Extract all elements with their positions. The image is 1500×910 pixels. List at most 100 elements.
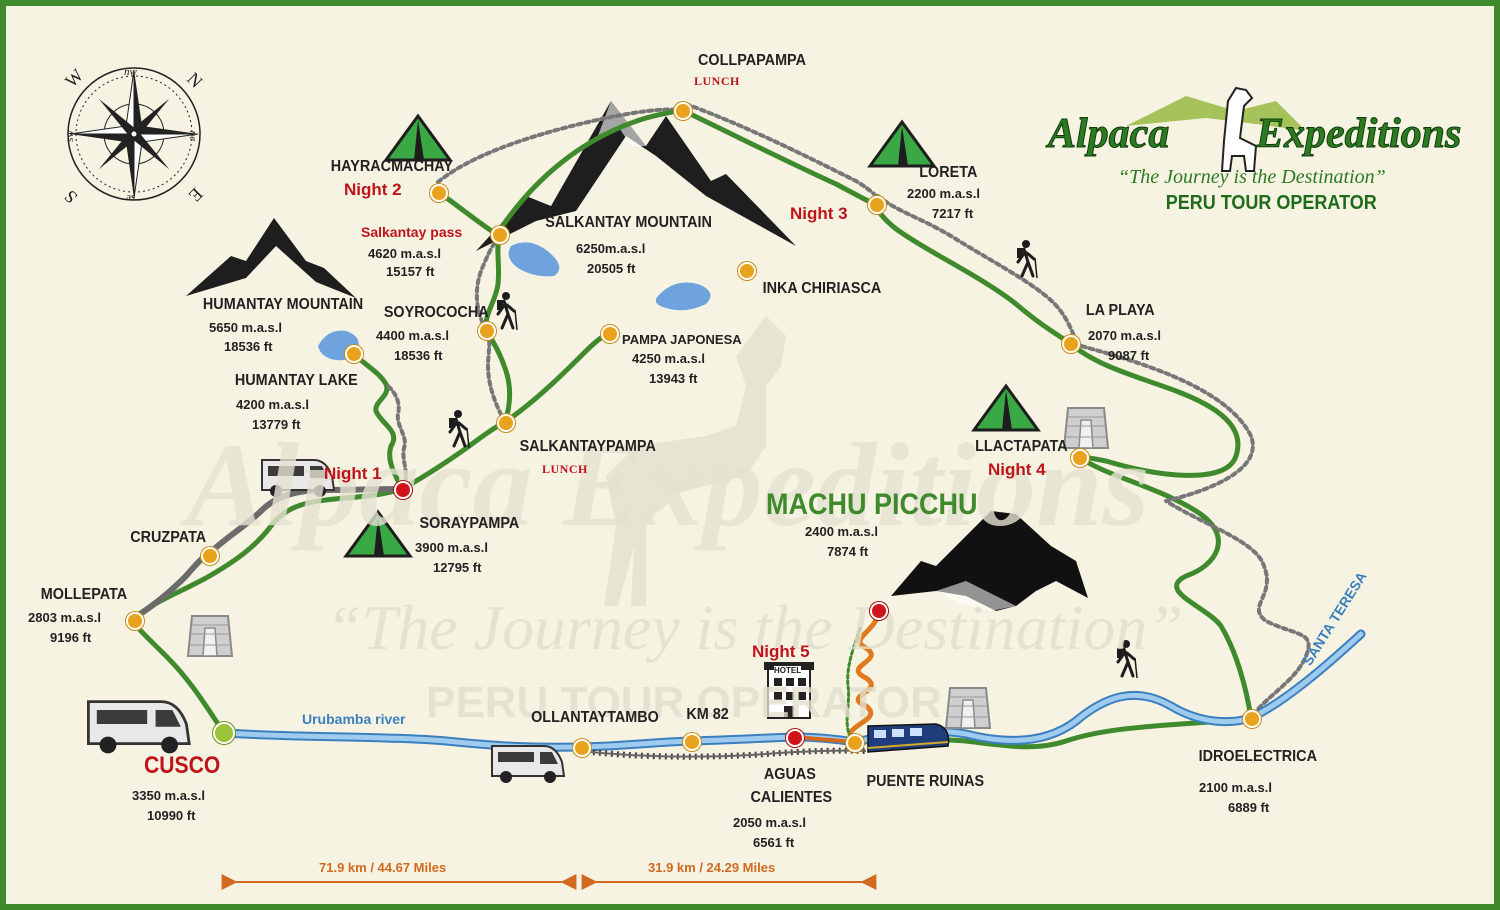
label-loreta: LORETA (919, 164, 978, 181)
stop-llactapata (1071, 449, 1089, 467)
stop-loreta (868, 196, 886, 214)
stop-pampa-japonesa (601, 325, 619, 343)
label-urubamba-river: Urubamba river (302, 711, 406, 727)
stop-aguas-calientes (786, 729, 804, 747)
llama-logo-icon (1126, 86, 1306, 172)
stop-hayracmachay (430, 184, 448, 202)
label-soraypampa: SORAYPAMPA (419, 515, 520, 532)
alt-salkantay-pass-ft: 15157 ft (386, 264, 435, 279)
llama-watermark-icon (604, 316, 786, 606)
compass-ne: ne (187, 130, 200, 142)
alt-pampa-japonesa-m: 4250 m.a.s.l (632, 351, 705, 366)
label-cruzpata: CRUZPATA (130, 529, 207, 546)
stop-machu-picchu (870, 602, 888, 620)
compass-sw: sw (63, 130, 76, 142)
alt-salkantay-mountain-m: 6250m.a.s.l (576, 241, 646, 256)
alt-machu-picchu-m: 2400 m.a.s.l (805, 524, 878, 539)
tent-icon (868, 120, 936, 168)
alt-loreta-ft: 7217 ft (932, 206, 974, 221)
stop-night1 (394, 481, 412, 499)
alt-machu-picchu-ft: 7874 ft (827, 544, 869, 559)
label-llactapata: LLACTAPATA (975, 438, 1068, 455)
label-ollantaytambo: OLLANTAYTAMBO (531, 709, 659, 726)
train-icon (867, 723, 950, 753)
distance-right: 31.9 km / 24.29 Miles (648, 860, 776, 875)
van-icon (86, 700, 191, 755)
label-la-playa: LA PLAYA (1085, 302, 1155, 319)
humantay-mountain-icon (186, 218, 356, 298)
watermark-logo: Alpaca Expeditions (186, 418, 1150, 551)
alt-cusco-ft: 10990 ft (147, 808, 196, 823)
alt-humantay-mountain-m: 5650 m.a.s.l (209, 320, 282, 335)
label-humantay-mountain: HUMANTAY MOUNTAIN (202, 296, 364, 313)
stop-mollepata (126, 612, 144, 630)
label-machu-picchu: MACHU PICCHU (766, 488, 978, 521)
tent-icon (384, 114, 452, 162)
salkantay-mountain-icon (476, 101, 796, 251)
alt-soraypampa-m: 3900 m.a.s.l (415, 540, 488, 555)
inca-ruin-icon (187, 615, 233, 657)
label-salkantay-pass: Salkantay pass (361, 224, 463, 240)
alt-cusco-m: 3350 m.a.s.l (132, 788, 205, 803)
alt-aguas-calientes-m: 2050 m.a.s.l (733, 815, 806, 830)
stop-cusco (213, 722, 235, 744)
label-mollepata: MOLLEPATA (40, 586, 128, 603)
lake-2 (655, 282, 711, 311)
hotel-sign: HOTEL (774, 666, 802, 675)
alt-la-playa-ft: 9087 ft (1108, 348, 1150, 363)
stop-km82 (683, 733, 701, 751)
alt-salkantay-mountain-ft: 20505 ft (587, 261, 636, 276)
stop-salkantay-pass (491, 226, 509, 244)
label-humantay-lake: HUMANTAY LAKE (234, 372, 358, 389)
stop-idroelectrica (1243, 710, 1261, 728)
label-hayracmachay: HAYRACMACHAY (330, 158, 453, 175)
inca-ruin-icon (945, 687, 991, 729)
stop-ollantaytambo (573, 739, 591, 757)
railway-icon (580, 747, 867, 760)
alt-pampa-japonesa-ft: 13943 ft (649, 371, 698, 386)
label-salkantay-mountain: SALKANTAY MOUNTAIN (545, 214, 712, 231)
label-km82: KM 82 (686, 706, 729, 723)
stop-la-playa (1062, 335, 1080, 353)
stop-soyrococha (478, 322, 496, 340)
alt-humantay-lake-ft: 13779 ft (252, 417, 301, 432)
logo-tagline: “The Journey is the Destination” (1118, 166, 1386, 188)
alt-soraypampa-ft: 12795 ft (433, 560, 482, 575)
alt-salkantay-pass-m: 4620 m.a.s.l (368, 246, 441, 261)
distance-left: 71.9 km / 44.67 Miles (319, 860, 447, 875)
logo-subtitle: PERU TOUR OPERATOR (1165, 192, 1377, 214)
night-5: Night 5 (752, 642, 810, 661)
alt-idroelectrica-ft: 6889 ft (1228, 800, 1270, 815)
label-cusco: CUSCO (144, 752, 221, 779)
watermark-tagline: “The Journey is the Destination” (326, 592, 1183, 663)
watermark-subtitle: PERU TOUR OPERATOR (426, 678, 942, 727)
alt-soyrococha-ft: 18536 ft (394, 348, 443, 363)
label-pampa-japonesa: PAMPA JAPONESA (622, 332, 742, 347)
label-collpapampa: COLLPAPAMPA (698, 52, 806, 69)
alt-idroelectrica-m: 2100 m.a.s.l (1199, 780, 1272, 795)
label-calientes: CALIENTES (750, 789, 833, 806)
salkantay-lake (508, 242, 560, 277)
note-collpapampa: LUNCH (694, 74, 740, 88)
alt-la-playa-m: 2070 m.a.s.l (1088, 328, 1161, 343)
stop-salkantaypampa (497, 414, 515, 432)
night-1: Night 1 (324, 464, 382, 483)
note-salkantaypampa: LUNCH (542, 462, 588, 476)
alt-soyrococha-m: 4400 m.a.s.l (376, 328, 449, 343)
compass-icon (67, 67, 201, 201)
label-soyrococha: SOYROCOCHA (383, 304, 489, 321)
stop-cruzpata (201, 547, 219, 565)
label-salkantaypampa: SALKANTAYPAMPA (519, 438, 656, 455)
compass-nw: nw (124, 66, 137, 78)
stop-humantay-lake (345, 345, 363, 363)
compass-se: se (126, 192, 136, 204)
map-graphics (67, 67, 1366, 890)
alt-aguas-calientes-ft: 6561 ft (753, 835, 795, 850)
machu-picchu-mountain-icon (891, 511, 1088, 611)
stop-collpapampa (674, 102, 692, 120)
stop-puente-ruinas (846, 734, 864, 752)
logo-left: Alpaca (1047, 111, 1170, 158)
label-inka-chiriasca: INKA CHIRIASCA (762, 280, 882, 297)
label-puente-ruinas: PUENTE RUINAS (866, 773, 985, 790)
